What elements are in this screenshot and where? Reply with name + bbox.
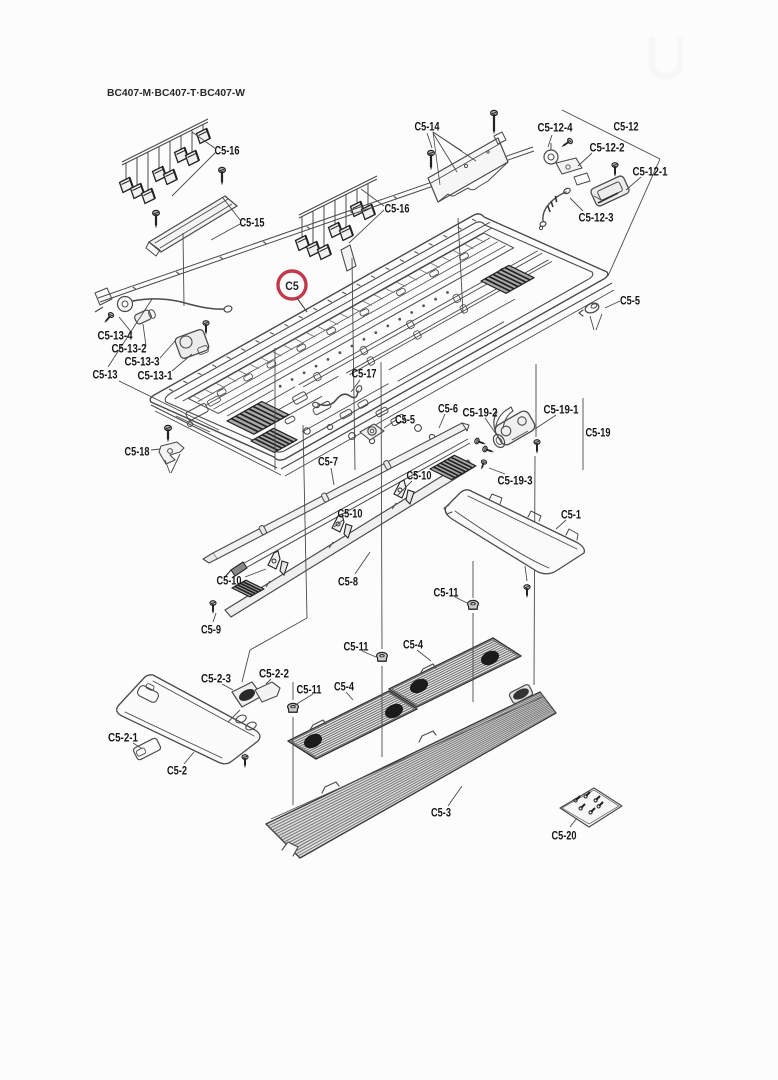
- svg-text:C5-2-1: C5-2-1: [108, 730, 138, 744]
- svg-text:C5-13: C5-13: [93, 367, 118, 381]
- svg-text:BC407-M·BC407-T·BC407-W: BC407-M·BC407-T·BC407-W: [107, 87, 245, 99]
- svg-text:C5-20: C5-20: [552, 828, 577, 842]
- svg-text:C5-3: C5-3: [431, 805, 451, 819]
- svg-text:C5-12-2: C5-12-2: [590, 140, 625, 154]
- svg-text:C5-7: C5-7: [318, 454, 338, 468]
- svg-text:C5-2: C5-2: [167, 763, 187, 777]
- svg-text:C5-13-1: C5-13-1: [138, 368, 173, 382]
- svg-text:C5-19: C5-19: [586, 425, 611, 439]
- svg-text:C5-18: C5-18: [125, 444, 150, 458]
- svg-text:C5-12-1: C5-12-1: [633, 164, 668, 178]
- svg-text:C5-12-4: C5-12-4: [538, 120, 573, 134]
- svg-text:C5-4: C5-4: [334, 679, 354, 693]
- svg-text:C5-14: C5-14: [415, 119, 440, 133]
- svg-text:C5-12-3: C5-12-3: [579, 210, 614, 224]
- svg-text:C5-9: C5-9: [201, 622, 221, 636]
- svg-text:C5-19-2: C5-19-2: [463, 405, 498, 419]
- svg-text:C5-4: C5-4: [403, 637, 423, 651]
- svg-text:C5-11: C5-11: [344, 639, 369, 653]
- svg-text:C5-1: C5-1: [561, 507, 581, 521]
- svg-text:C5-19-1: C5-19-1: [544, 402, 579, 416]
- svg-text:C5-8: C5-8: [338, 574, 358, 588]
- svg-text:C5-2-2: C5-2-2: [259, 666, 289, 680]
- svg-text:C5-13-2: C5-13-2: [112, 341, 147, 355]
- svg-text:C5-11: C5-11: [297, 682, 322, 696]
- svg-text:C5-10: C5-10: [217, 573, 242, 587]
- svg-text:C5-10: C5-10: [407, 468, 432, 482]
- svg-text:C5-5: C5-5: [620, 293, 640, 307]
- svg-text:C5-5: C5-5: [395, 412, 415, 426]
- svg-text:C5-10: C5-10: [338, 506, 363, 520]
- svg-text:C5-2-3: C5-2-3: [201, 671, 231, 685]
- svg-text:C5: C5: [285, 279, 299, 293]
- svg-text:C5-15: C5-15: [240, 215, 265, 229]
- svg-text:C5-13-3: C5-13-3: [125, 354, 160, 368]
- svg-text:C5-13-4: C5-13-4: [98, 328, 133, 342]
- svg-text:C5-16: C5-16: [385, 201, 410, 215]
- svg-text:C5-6: C5-6: [438, 401, 458, 415]
- svg-text:C5-16: C5-16: [215, 143, 240, 157]
- svg-text:C5-11: C5-11: [434, 585, 459, 599]
- svg-text:C5-12: C5-12: [614, 119, 639, 133]
- svg-text:C5-19-3: C5-19-3: [498, 473, 533, 487]
- svg-text:C5-17: C5-17: [352, 366, 377, 380]
